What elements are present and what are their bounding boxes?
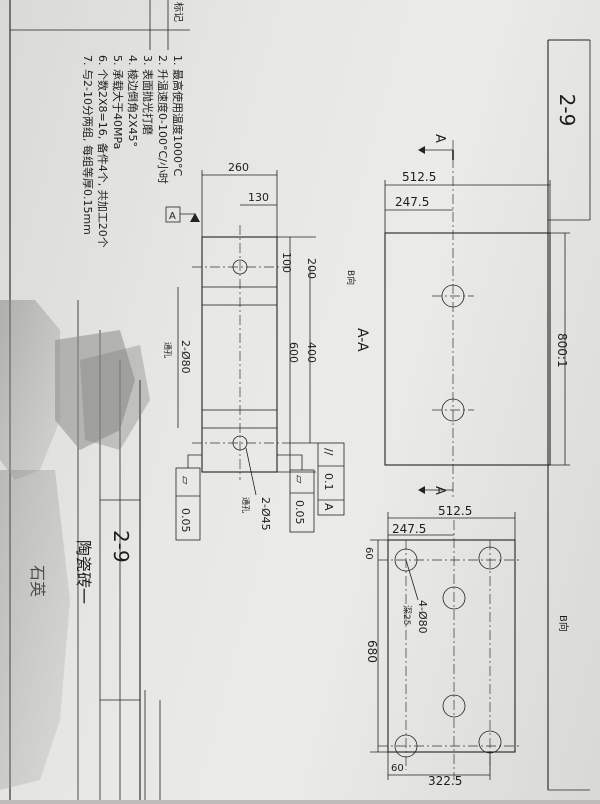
top-view-height: 800:1 bbox=[555, 333, 569, 368]
b-direction-label: B向 bbox=[345, 270, 357, 285]
flatness-frame-1 bbox=[277, 454, 315, 533]
b-view-bottom: 322.5 bbox=[428, 774, 462, 788]
dim-upper-gap: 100 bbox=[280, 252, 293, 273]
part-name: 陶瓷砖一 bbox=[74, 540, 93, 604]
b-view-width: 512.5 bbox=[438, 504, 472, 518]
parallelism-frame bbox=[290, 442, 345, 516]
note-2: 2. 升温速度0-100°C/小时 bbox=[156, 55, 170, 184]
holes-top-note: 通孔 bbox=[163, 342, 173, 358]
parallelism-value: 0.1 bbox=[322, 473, 335, 491]
flatness2-symbol: ▱ bbox=[179, 476, 192, 485]
drawing-frame bbox=[547, 39, 591, 791]
note-5: 5. 承载大于40MPa bbox=[111, 55, 125, 149]
section-label: A-A bbox=[354, 328, 370, 352]
parallelism-datum: A bbox=[322, 503, 335, 511]
top-edge-label: 标记 bbox=[172, 2, 184, 22]
top-view-half: 247.5 bbox=[395, 195, 429, 209]
b-view bbox=[370, 512, 520, 780]
flatness-frame-2 bbox=[175, 454, 202, 541]
note-4: 4. 棱边倒角2X45° bbox=[126, 55, 139, 147]
holes-bottom-note: 通孔 bbox=[241, 497, 251, 513]
b-view-holes: 4-Ø80 bbox=[416, 600, 429, 634]
section-marker-bottom: A bbox=[432, 486, 447, 495]
flatness2-value: 0.05 bbox=[179, 508, 192, 533]
hole-band-top bbox=[201, 286, 278, 306]
b-view-bottom-edge: 60 bbox=[391, 763, 404, 774]
parallelism-symbol: // bbox=[322, 448, 335, 456]
dim-middle: 400 bbox=[305, 342, 318, 363]
note-6: 6. 个数2X8=16, 备件4个, 共加工20个 bbox=[96, 55, 110, 248]
holes-top-callout: 2-Ø80 bbox=[179, 340, 192, 374]
section-marker-top: A bbox=[432, 134, 447, 143]
hole-band-bottom bbox=[201, 409, 278, 429]
flatness1-symbol: ▱ bbox=[293, 475, 306, 484]
section-body bbox=[201, 236, 278, 473]
flatness1-value: 0.05 bbox=[293, 500, 306, 525]
datum-triangle bbox=[190, 213, 200, 222]
datum-label: A bbox=[169, 211, 176, 222]
b-view-label: B向 bbox=[557, 615, 570, 632]
dim-offset: 130 bbox=[248, 191, 269, 204]
note-1: 1. 最高使用温度1000°C bbox=[171, 55, 185, 176]
top-view bbox=[384, 140, 570, 500]
note-3: 3. 表面抛光打磨 bbox=[141, 55, 155, 135]
b-view-holes-depth: 深25 bbox=[401, 605, 412, 625]
dim-height: 600 bbox=[287, 342, 300, 363]
holes-bottom-callout: 2-Ø45 bbox=[259, 497, 272, 531]
datum-box bbox=[165, 206, 181, 223]
pencil-smudges bbox=[0, 300, 150, 790]
drawing-number: 2-9 bbox=[109, 530, 133, 563]
b-view-height: 680 bbox=[365, 640, 379, 663]
dim-overall-width: 260 bbox=[228, 161, 249, 174]
top-right-number: 2-9 bbox=[555, 94, 579, 127]
b-view-half: 247.5 bbox=[392, 522, 426, 536]
section-dims bbox=[177, 170, 316, 473]
b-view-edge: 60 bbox=[363, 547, 374, 560]
top-view-width: 512.5 bbox=[402, 170, 436, 184]
dim-hole-pitch: 200 bbox=[305, 258, 318, 279]
section-view bbox=[192, 225, 290, 480]
note-7: 7. 与2-10分两组, 每组等厚0.15mm bbox=[81, 55, 95, 235]
technical-notes: 1. 最高使用温度1000°C 2. 升温速度0-100°C/小时 3. 表面抛… bbox=[81, 55, 185, 248]
